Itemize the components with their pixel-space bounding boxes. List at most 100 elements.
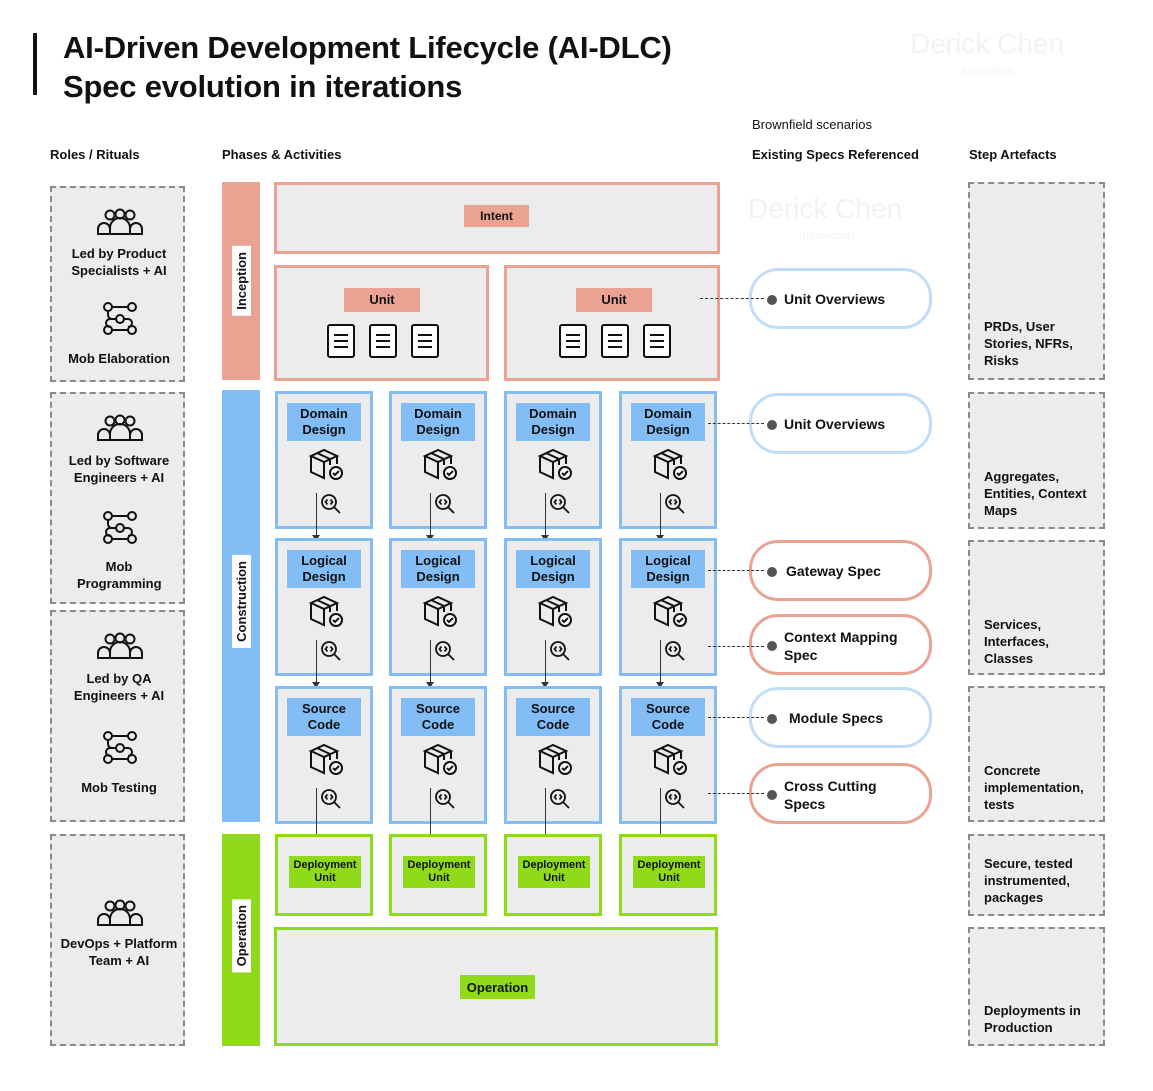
watermark-2: Derick Chen	[748, 193, 903, 224]
artefact-box-3: Services, Interfaces, Classes	[968, 540, 1105, 675]
source-code-box: Source Code	[619, 686, 717, 824]
package-check-icon	[421, 447, 459, 488]
role-lead-3: Led by QA Engineers + AI	[73, 671, 165, 703]
roles-header: Roles / Rituals	[50, 147, 140, 162]
intent-box: Intent	[274, 182, 720, 254]
connector-dot	[767, 714, 777, 724]
flow-arrow	[545, 493, 546, 535]
existing-specs-header: Existing Specs Referenced	[752, 147, 919, 162]
unit-box-1: Unit	[274, 265, 489, 381]
connector-dot	[767, 420, 777, 430]
role-box-inception: Led by Product Specialists + AI Mob Elab…	[50, 186, 185, 382]
deployment-unit-box: Deployment Unit	[619, 834, 717, 916]
source-code-box: Source Code	[504, 686, 602, 824]
package-check-icon	[536, 742, 574, 783]
document-icon	[327, 324, 355, 358]
spec-label: Unit Overviews	[784, 291, 886, 307]
document-icon	[559, 324, 587, 358]
flow-arrow	[545, 640, 546, 682]
title-line-1: AI-Driven Development Lifecycle (AI-DLC)	[63, 30, 672, 65]
code-review-icon	[319, 787, 343, 816]
code-review-icon	[433, 787, 457, 816]
unit-tag: Unit	[576, 288, 652, 312]
spec-pill-5: Module Specs	[749, 687, 932, 748]
artefact-box-4: Concrete implementation, tests	[968, 686, 1105, 822]
role-box-operation: DevOps + Platform Team + AI	[50, 834, 185, 1046]
artefact-text: Secure, tested instrumented, packages	[984, 856, 1073, 905]
domain-design-box: Domain Design	[389, 391, 487, 529]
spec-label: Module Specs	[789, 710, 884, 726]
package-check-icon	[307, 742, 345, 783]
package-check-icon	[421, 742, 459, 783]
spec-pill-1: Unit Overviews	[749, 268, 932, 329]
logical-design-box: Logical Design	[275, 538, 373, 676]
flow-arrow	[316, 788, 317, 846]
artefact-box-5: Secure, tested instrumented, packages	[968, 834, 1105, 916]
domain-design-box: Domain Design	[619, 391, 717, 529]
artefact-text: Services, Interfaces, Classes	[984, 617, 1050, 666]
flow-arrow	[430, 788, 431, 846]
mob-workflow-icon	[103, 731, 137, 764]
brownfield-note: Brownfield scenarios	[752, 117, 872, 132]
code-review-icon	[663, 492, 687, 521]
flow-arrow-head	[656, 682, 664, 688]
domain-design-tag: Domain Design	[287, 403, 361, 441]
package-check-icon	[651, 742, 689, 783]
spec-pill-4: Context Mapping Spec	[749, 614, 932, 675]
source-code-box: Source Code	[389, 686, 487, 824]
artefact-text: PRDs, User Stories, NFRs, Risks	[984, 319, 1073, 368]
watermark: Derick Chen	[910, 28, 1065, 59]
role-ritual-3: Mob Testing	[81, 780, 157, 795]
role-lead-1: Led by Product Specialists + AI	[71, 246, 167, 278]
flow-arrow	[660, 640, 661, 682]
source-code-tag: Source Code	[401, 698, 475, 736]
watermark-sub-2: Innovation	[803, 230, 854, 242]
package-check-icon	[536, 594, 574, 635]
logical-design-tag: Logical Design	[516, 550, 590, 588]
artefact-box-1: PRDs, User Stories, NFRs, Risks	[968, 182, 1105, 380]
role-box-construction-2: Led by QA Engineers + AI Mob Testing	[50, 610, 185, 822]
artefact-text: Aggregates, Entities, Context Maps	[984, 469, 1087, 518]
code-review-icon	[663, 639, 687, 668]
watermark-sub: Innovation	[962, 66, 1013, 78]
phase-label-inception: Inception	[232, 246, 251, 316]
flow-arrow	[545, 788, 546, 846]
flow-arrow	[316, 493, 317, 535]
role-box-construction-1: Led by Software Engineers + AI Mob Progr…	[50, 392, 185, 604]
deployment-unit-box: Deployment Unit	[504, 834, 602, 916]
package-check-icon	[651, 447, 689, 488]
domain-design-tag: Domain Design	[631, 403, 705, 441]
connector-dot	[767, 641, 777, 651]
mob-workflow-icon	[103, 511, 137, 544]
phase-bar-inception: Inception	[222, 182, 260, 380]
code-review-icon	[663, 787, 687, 816]
phase-bar-operation: Operation	[222, 834, 260, 1046]
artefact-box-2: Aggregates, Entities, Context Maps	[968, 392, 1105, 529]
phase-label-construction: Construction	[232, 555, 251, 648]
code-review-icon	[433, 639, 457, 668]
artefact-box-6: Deployments in Production	[968, 927, 1105, 1046]
spec-pill-2: Unit Overviews	[749, 393, 932, 454]
deployment-unit-tag: Deployment Unit	[403, 856, 475, 888]
flow-arrow	[430, 493, 431, 535]
logical-design-tag: Logical Design	[631, 550, 705, 588]
spec-label: Cross Cutting Specs	[784, 778, 877, 812]
operation-tag: Operation	[460, 975, 535, 999]
source-code-tag: Source Code	[631, 698, 705, 736]
domain-design-tag: Domain Design	[401, 403, 475, 441]
phase-label-operation: Operation	[232, 899, 251, 973]
package-check-icon	[651, 594, 689, 635]
package-check-icon	[307, 594, 345, 635]
code-review-icon	[548, 787, 572, 816]
domain-design-box: Domain Design	[275, 391, 373, 529]
spec-connector	[708, 570, 764, 571]
flow-arrow	[660, 788, 661, 846]
spec-connector	[700, 298, 764, 299]
code-review-icon	[319, 492, 343, 521]
logical-design-box: Logical Design	[619, 538, 717, 676]
flow-arrow-head	[312, 682, 320, 688]
logical-design-tag: Logical Design	[401, 550, 475, 588]
spec-connector	[708, 646, 764, 647]
deployment-unit-tag: Deployment Unit	[518, 856, 590, 888]
flow-arrow	[316, 640, 317, 682]
